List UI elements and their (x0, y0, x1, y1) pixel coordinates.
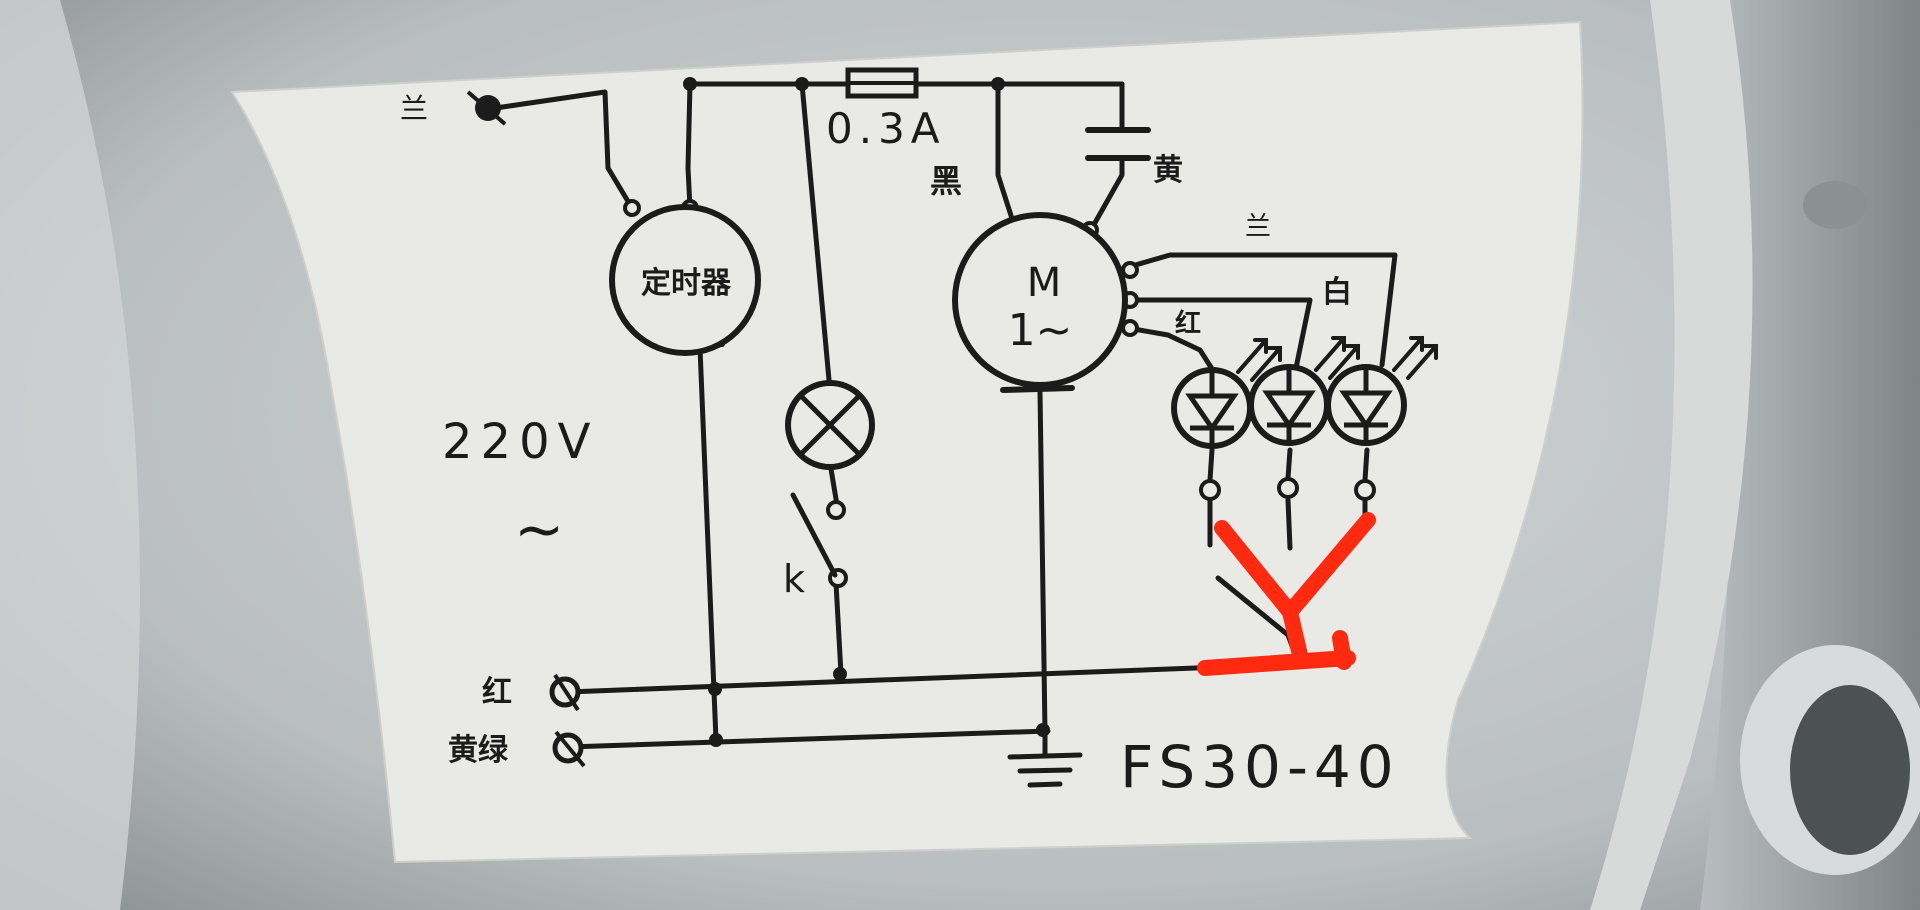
switch-k-blade (790, 492, 838, 578)
left-curved-rim (0, 0, 140, 910)
label-white: 白 (1322, 275, 1352, 310)
ground-symbol (1007, 752, 1083, 788)
label-red-terminal: 红 (482, 675, 512, 710)
label-red-led: 红 (1175, 308, 1201, 339)
right-plastic-rib (1590, 0, 1753, 910)
junction-dots (683, 77, 1050, 747)
red-annotation-mark (1197, 512, 1376, 676)
led-blue (1325, 364, 1407, 446)
led-white (1248, 364, 1330, 446)
motor-m-label: M (1027, 260, 1062, 306)
label-black: 黑 (930, 162, 962, 200)
wiring-lines (479, 81, 1398, 758)
round-socket-hole (1790, 685, 1910, 855)
motor-symbol (952, 212, 1128, 388)
screw-hole (1803, 181, 1867, 229)
motor-phase-label: 1~ (1008, 305, 1073, 356)
label-ac-symbol: ~ (514, 495, 564, 565)
terminal-blue (466, 90, 507, 126)
label-yellow: 黄 (1153, 153, 1183, 188)
led-red (1171, 367, 1253, 449)
model-number: FS30-40 (1120, 733, 1400, 801)
terminal-red (549, 673, 581, 712)
led-light-arrows (1236, 336, 1438, 382)
terminal-yellow-green (552, 730, 586, 768)
label-blue-right: 兰 (1245, 212, 1271, 242)
label-switch-k: k (783, 557, 805, 601)
label-fuse-rating: 0.3A (826, 104, 946, 153)
led-indicators (1171, 364, 1407, 449)
lamp-cross (799, 394, 861, 456)
timer-symbol (609, 204, 761, 356)
timer-label: 定时器 (641, 266, 732, 301)
capacitor-symbol (1085, 127, 1151, 161)
label-blue-top: 兰 (400, 92, 428, 125)
diagram-sticker (230, 20, 1584, 864)
label-voltage: 220V (442, 414, 598, 470)
label-yellow-green-terminal: 黄绿 (448, 733, 509, 768)
